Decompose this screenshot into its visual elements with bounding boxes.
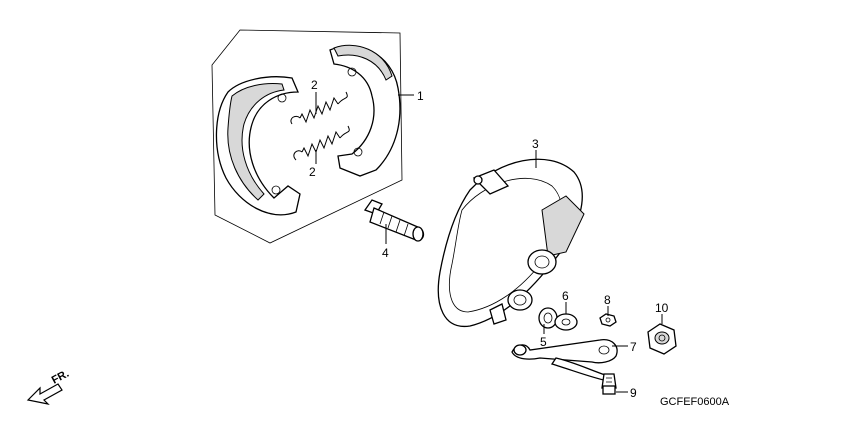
callout-9: 9 xyxy=(630,386,637,400)
axle-nut xyxy=(647,323,677,355)
callout-2-upper: 2 xyxy=(311,78,318,92)
callout-7: 7 xyxy=(630,340,637,354)
brake-panel xyxy=(437,158,585,328)
small-nut xyxy=(599,313,617,327)
callout-4: 4 xyxy=(382,246,389,260)
dust-seal xyxy=(538,307,558,329)
callout-1: 1 xyxy=(417,89,424,103)
callout-2-lower: 2 xyxy=(309,165,316,179)
shoe-group-frame xyxy=(211,29,403,244)
direction-label: FR. xyxy=(50,368,71,387)
wear-indicator-plate xyxy=(554,313,578,331)
brake-shoe-left xyxy=(215,76,301,216)
callout-6: 6 xyxy=(562,289,569,303)
callout-5: 5 xyxy=(540,335,547,349)
arm-bolt xyxy=(601,373,617,395)
front-direction-arrow-icon xyxy=(26,383,63,405)
brake-spring-upper xyxy=(290,91,348,125)
brake-arm xyxy=(511,339,618,383)
callout-10: 10 xyxy=(655,301,669,315)
brake-shoe-right xyxy=(329,44,401,177)
callout-3: 3 xyxy=(532,137,539,151)
callout-8: 8 xyxy=(604,293,611,307)
brake-cam xyxy=(363,199,425,242)
brake-spring-lower xyxy=(293,125,350,161)
diagram-code: GCFEF0600A xyxy=(660,396,730,408)
leader-lines xyxy=(315,92,663,393)
